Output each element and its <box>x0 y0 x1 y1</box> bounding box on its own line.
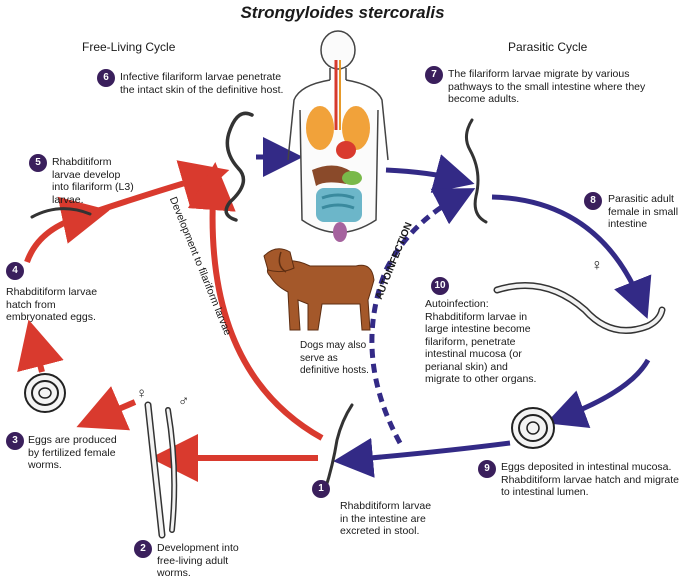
blue-arrow-7-to-8 <box>491 194 652 319</box>
male-symbol: ♂ <box>178 393 190 410</box>
step-5-text: Rhabditiform larvae develop into filarif… <box>52 156 134 206</box>
step-1-text: Rhabditiform larvae in the intestine are… <box>340 500 432 537</box>
step-badge-5: 5 <box>29 154 47 172</box>
human-host-illustration <box>287 30 389 242</box>
egg-step-9 <box>511 407 555 449</box>
step-9-text: Eggs deposited in intestinal mucosa. Rha… <box>501 461 680 498</box>
step-7-text: The filariform larvae migrate by various… <box>448 68 646 105</box>
dog-caption: Dogs may also serve as definitive hosts. <box>300 340 369 376</box>
red-arrow-3-to-4 <box>17 319 64 373</box>
step-4-text: Rhabditiform larvae hatch from embryonat… <box>6 286 98 323</box>
step-badge-3: 3 <box>6 432 24 450</box>
diagram-title: Strongyloides stercoralis <box>240 3 445 22</box>
female-symbol: ♀ <box>136 385 148 402</box>
free-living-header: Free-Living Cycle <box>82 40 176 54</box>
step-badge-10: 10 <box>431 277 449 295</box>
red-arrow-development <box>187 162 324 441</box>
larva-step-6 <box>224 111 254 222</box>
blue-arrow-8-to-9 <box>545 358 651 429</box>
dog-illustration <box>263 248 375 331</box>
blue-dashed-autoinfection <box>369 188 476 445</box>
step-8-text: Parasitic adult female in small intestin… <box>608 193 679 230</box>
larva-step-1 <box>323 403 354 492</box>
step-6-text: Infective filariform larvae penetrate th… <box>120 71 284 96</box>
step-badge-1: 1 <box>312 480 330 498</box>
step-badge-8: 8 <box>584 192 602 210</box>
step-badge-2: 2 <box>134 540 152 558</box>
blue-arrow-host-to-7 <box>385 154 475 193</box>
red-arrow-2-to-3 <box>76 386 137 431</box>
step-badge-4: 4 <box>6 262 24 280</box>
step-badge-6: 6 <box>97 69 115 87</box>
red-arrow-4-to-5 <box>24 196 110 264</box>
parasitic-header: Parasitic Cycle <box>508 40 588 54</box>
step-2-text: Development into free-living adult worms… <box>157 542 239 579</box>
larva-step-5 <box>30 207 92 219</box>
egg-step-3 <box>24 373 66 413</box>
step-10-text: Autoinfection: Rhabditiform larvae in la… <box>425 298 537 385</box>
parasitic-female-symbol: ♀ <box>591 257 603 274</box>
step-badge-7: 7 <box>425 66 443 84</box>
blue-arrow-9-to-1 <box>333 437 511 478</box>
step-badge-9: 9 <box>478 460 496 478</box>
larva-step-7 <box>465 118 488 224</box>
step-3-text: Eggs are produced by fertilized female w… <box>28 434 117 471</box>
